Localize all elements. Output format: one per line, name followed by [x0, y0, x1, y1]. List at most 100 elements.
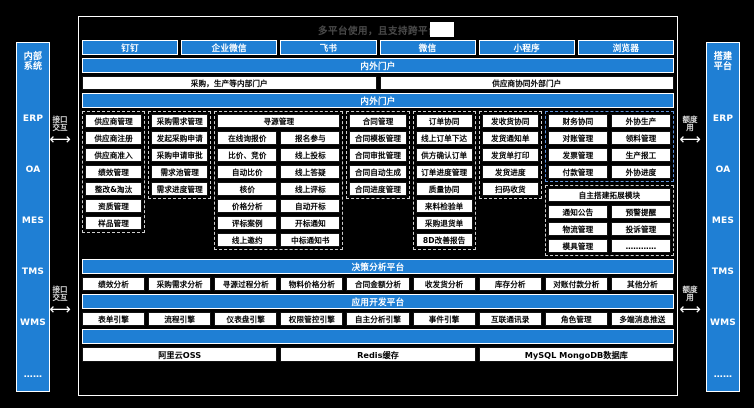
module-cell[interactable]: 发货通知单: [481, 131, 539, 145]
infra-oss[interactable]: 阿里云OSS: [82, 347, 278, 362]
module-cell[interactable]: 供应商管理: [85, 114, 143, 128]
appdev-item[interactable]: 流程引擎: [148, 312, 212, 326]
module-cell[interactable]: 合同模板管理: [349, 131, 407, 145]
module-cell[interactable]: 绩效管理: [85, 165, 143, 179]
module-header-extend[interactable]: 自主搭建拓展模块: [547, 188, 672, 202]
appdev-item[interactable]: 事件引擎: [412, 312, 476, 326]
decision-item[interactable]: 收发货分析: [412, 277, 476, 291]
module-cell[interactable]: 比价、竞价: [217, 148, 278, 162]
infra-database[interactable]: MySQL MongoDB数据库: [478, 347, 674, 362]
module-cell[interactable]: 财务协同: [547, 114, 608, 128]
rail-item: ERP: [712, 113, 734, 124]
module-subrow: 物流管理 投诉管理: [547, 222, 672, 236]
module-cell[interactable]: 发货单打印: [481, 148, 539, 162]
decision-item[interactable]: 绩效分析: [82, 277, 146, 291]
module-cell[interactable]: 需求进度管理: [151, 182, 209, 196]
module-header-sourcing[interactable]: 寻源管理: [217, 114, 341, 128]
module-subrow: 对账管理 领料管理: [547, 131, 672, 145]
module-cell[interactable]: 样品管理: [85, 216, 143, 230]
appdev-item[interactable]: 多端消息推送: [610, 312, 674, 326]
module-cell[interactable]: 发货进度: [481, 165, 539, 179]
module-cell[interactable]: 发起采购申请: [151, 131, 209, 145]
module-cell[interactable]: 自动开标: [280, 199, 341, 213]
rail-item: ERP: [22, 113, 44, 124]
module-cell[interactable]: 领料管理: [610, 131, 672, 145]
module-cell[interactable]: 付款管理: [547, 165, 608, 179]
module-cell[interactable]: 合同审批管理: [349, 148, 407, 162]
rail-item: ……: [713, 369, 733, 380]
decision-item[interactable]: 物料价格分析: [280, 277, 344, 291]
module-block: 采购需求管理 发起采购申请 采购申请审批 需求池管理 需求进度管理: [148, 111, 212, 199]
infra-band: [82, 329, 674, 344]
module-cell[interactable]: 合同自动生成: [349, 165, 407, 179]
portal-external[interactable]: 供应商协同外部门户: [379, 76, 674, 90]
module-cell[interactable]: 订单协同: [415, 114, 473, 128]
module-cell[interactable]: 线上评标: [280, 182, 341, 196]
module-cell[interactable]: 生产报工: [610, 148, 672, 162]
module-cell[interactable]: 质量协同: [415, 182, 473, 196]
module-cell[interactable]: 自动比价: [217, 165, 278, 179]
module-cell[interactable]: 发收货协同: [481, 114, 539, 128]
module-cell[interactable]: 报名参与: [280, 131, 341, 145]
appdev-item[interactable]: 权限管控引擎: [280, 312, 344, 326]
module-cell[interactable]: 核价: [217, 182, 278, 196]
module-cell[interactable]: …………: [610, 239, 672, 253]
module-cell[interactable]: 中标通知书: [280, 233, 341, 247]
client-miniprogram[interactable]: 小程序: [478, 40, 575, 55]
module-cell[interactable]: 订单进度管理: [415, 165, 473, 179]
infra-items: 阿里云OSS Redis缓存 MySQL MongoDB数据库: [82, 347, 674, 362]
module-cell[interactable]: 线上答疑: [280, 165, 341, 179]
module-cell[interactable]: 采购申请审批: [151, 148, 209, 162]
module-cell[interactable]: 对账管理: [547, 131, 608, 145]
module-cell[interactable]: 价格分析: [217, 199, 278, 213]
module-cell[interactable]: 需求池管理: [151, 165, 209, 179]
module-block: 订单协同 线上订单下达 供方确认订单 订单进度管理 质量协同 来料检验单 采购退…: [412, 111, 476, 250]
module-cell[interactable]: 物流管理: [547, 222, 608, 236]
appdev-item[interactable]: 自主分析引擎: [346, 312, 410, 326]
module-cell[interactable]: 合同进度管理: [349, 182, 407, 196]
module-cell[interactable]: 线上邀约: [217, 233, 278, 247]
module-cell[interactable]: 供方确认订单: [415, 148, 473, 162]
module-cell[interactable]: 外协进度: [610, 165, 672, 179]
module-cell[interactable]: 预警提醒: [610, 205, 672, 219]
appdev-item[interactable]: 表单引擎: [82, 312, 146, 326]
decision-item[interactable]: 合同金额分析: [346, 277, 410, 291]
appdev-item[interactable]: 互联通讯录: [478, 312, 542, 326]
module-cell[interactable]: 投诉管理: [610, 222, 672, 236]
module-cell[interactable]: 模具管理: [547, 239, 608, 253]
module-cell[interactable]: 线上订单下达: [415, 131, 473, 145]
module-cell[interactable]: 供应商注册: [85, 131, 143, 145]
client-wecom[interactable]: 企业微信: [181, 40, 278, 55]
decision-item[interactable]: 其他分析: [610, 277, 674, 291]
module-cell[interactable]: 在线询报价: [217, 131, 278, 145]
appdev-item[interactable]: 角色管理: [544, 312, 608, 326]
module-cell[interactable]: 外协生产: [610, 114, 672, 128]
portal-internal[interactable]: 采购，生产等内部门户: [82, 76, 377, 90]
module-cell[interactable]: 线上投标: [280, 148, 341, 162]
decision-item[interactable]: 寻源过程分析: [214, 277, 278, 291]
decision-item[interactable]: 采购需求分析: [148, 277, 212, 291]
module-cell[interactable]: 采购需求管理: [151, 114, 209, 128]
module-cell[interactable]: 采购退货单: [415, 216, 473, 230]
client-wechat[interactable]: 微信: [379, 40, 476, 55]
module-cell[interactable]: 通知公告: [547, 205, 608, 219]
module-column-finance-outsourcing: 财务协同 外协生产 对账管理 领料管理 发票管理 生产报工 付款管理 外协进度: [544, 111, 675, 256]
client-dingtalk[interactable]: 钉钉: [82, 40, 179, 55]
client-browser[interactable]: 浏览器: [577, 40, 675, 55]
decision-item[interactable]: 库存分析: [478, 277, 542, 291]
appdev-item[interactable]: 仪表盘引擎: [214, 312, 278, 326]
client-feishu[interactable]: 飞书: [280, 40, 377, 55]
module-cell[interactable]: 供应商准入: [85, 148, 143, 162]
infra-redis[interactable]: Redis缓存: [280, 347, 476, 362]
module-cell[interactable]: 扫码收货: [481, 182, 539, 196]
module-cell[interactable]: 8D改善报告: [415, 233, 473, 247]
module-cell[interactable]: 来料检验单: [415, 199, 473, 213]
connector-left-bottom: 接口 交互 ⟷: [42, 285, 78, 316]
module-cell[interactable]: 开标通知: [280, 216, 341, 230]
module-cell[interactable]: 评标案例: [217, 216, 278, 230]
module-cell[interactable]: 资质管理: [85, 199, 143, 213]
module-cell[interactable]: 整改&淘汰: [85, 182, 143, 196]
module-cell[interactable]: 合同管理: [349, 114, 407, 128]
decision-item[interactable]: 对账付款分析: [544, 277, 608, 291]
module-cell[interactable]: 发票管理: [547, 148, 608, 162]
